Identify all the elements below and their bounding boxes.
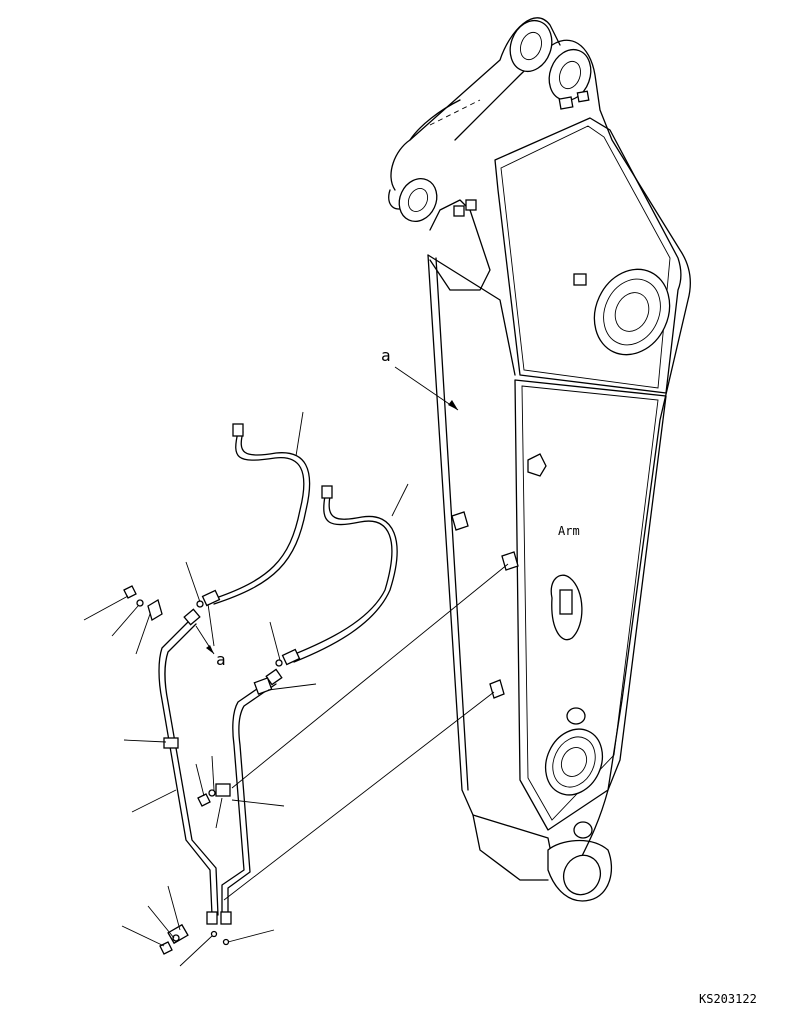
bolt-icon [123, 585, 137, 599]
washer-icon [208, 789, 216, 797]
arm-outer-profile [454, 39, 692, 861]
tube-assembly [158, 608, 283, 945]
drawing-number: KS203122 [699, 992, 757, 1006]
arm-cylinder-boss [573, 268, 671, 356]
bucket-pin-boss [472, 814, 612, 902]
hose-1 [209, 431, 305, 601]
detail-marker-arm: a [381, 346, 459, 411]
clamp-plate-icon [147, 599, 163, 621]
hose-assembly [196, 423, 398, 667]
arm-assembly: Arm [388, 17, 692, 902]
o-ring-icon [222, 938, 230, 946]
arm-label: Arm [558, 524, 580, 538]
detail-marker-label: a [381, 346, 391, 365]
arm-side-face [427, 254, 551, 849]
detail-marker-label: a [216, 650, 226, 669]
arm-bottom-plate [514, 379, 667, 831]
tube-2 [221, 679, 271, 916]
arm-access-cover [550, 574, 583, 641]
washer-icon [172, 934, 180, 942]
tube-1 [158, 619, 213, 916]
detail-marker-hose: a [195, 603, 226, 669]
fastener-parts [123, 585, 230, 955]
washer-icon [136, 599, 144, 607]
callout-leaders [83, 411, 509, 967]
arm-top-plate [494, 117, 682, 394]
bolt-icon [159, 941, 173, 955]
arm-clamp-block [451, 453, 547, 699]
hose-2 [289, 495, 393, 657]
bolt-icon [197, 793, 211, 807]
top-pin-boss [398, 19, 592, 222]
arm-lower-boss [544, 707, 604, 796]
o-ring-icon [210, 930, 218, 938]
